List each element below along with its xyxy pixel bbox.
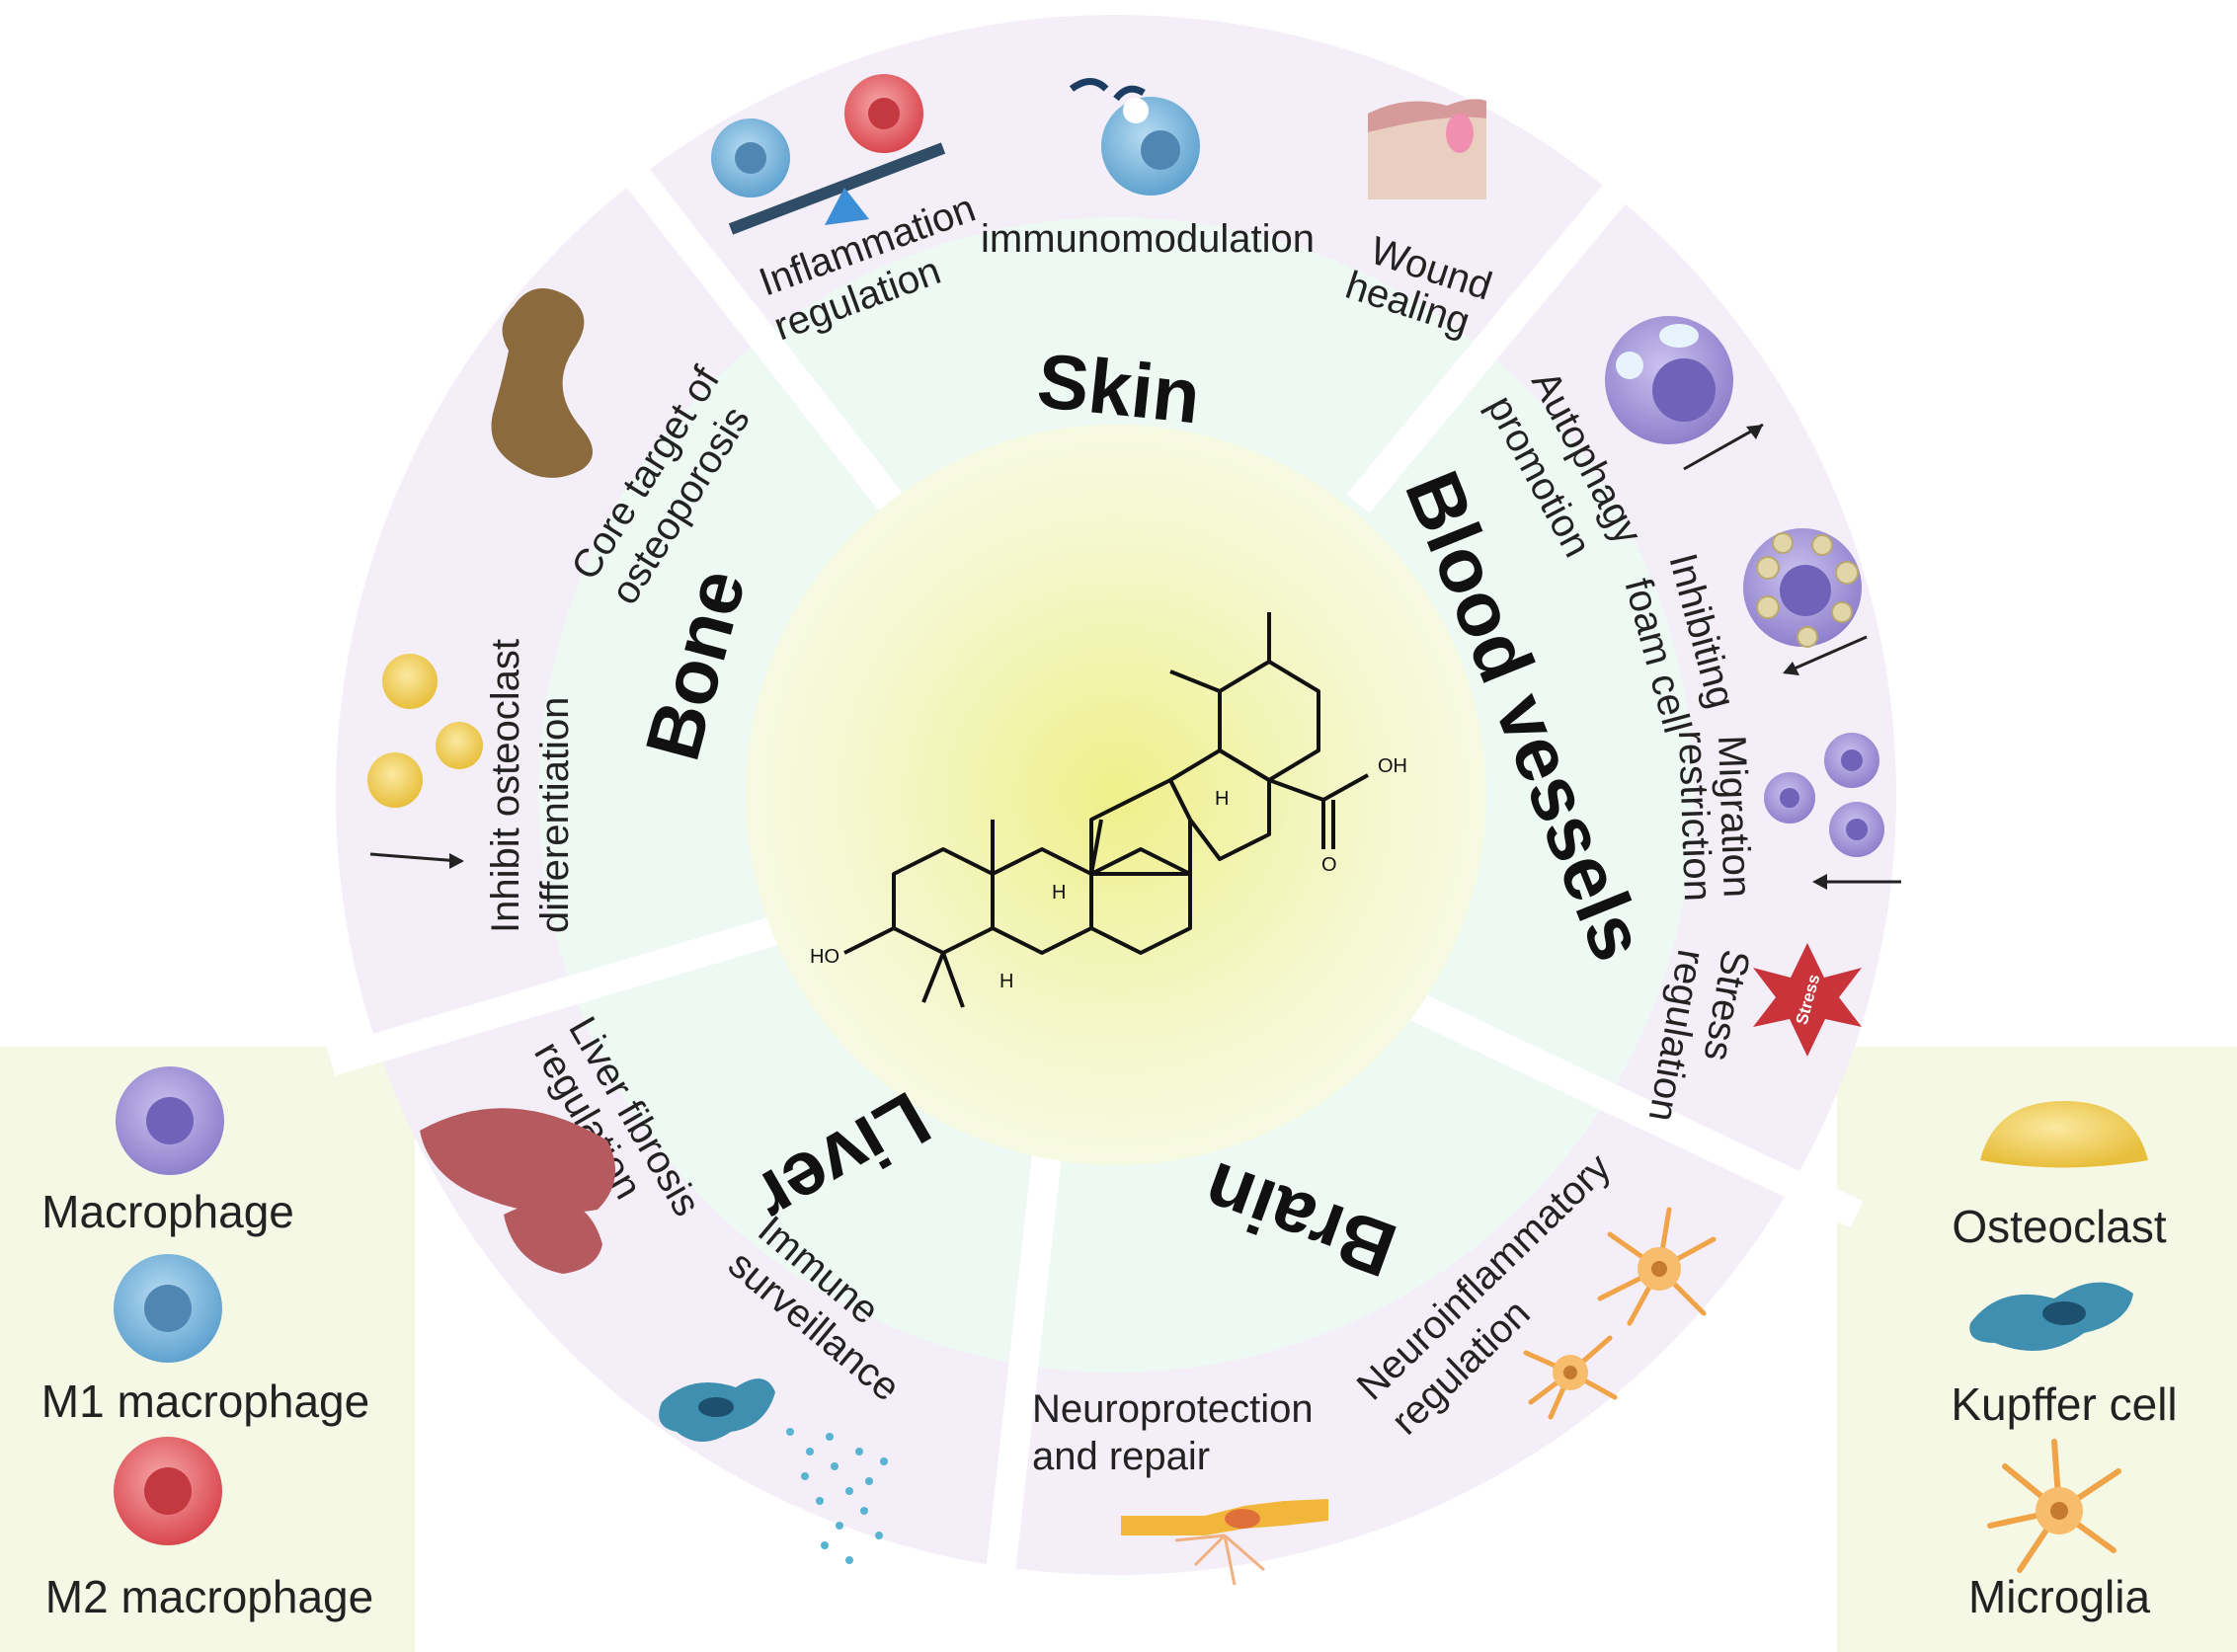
legend-label-m1-macrophage: M1 macrophage xyxy=(40,1376,370,1427)
effect-osteoclast-line2: differentiation xyxy=(533,697,577,933)
legend-microglia-icon xyxy=(1987,1439,2121,1573)
effect-migration-line2: restriction xyxy=(1670,730,1719,903)
skin-effects: Inflammation regulation immunomodulation… xyxy=(711,74,1497,349)
right-arrow-icon xyxy=(369,852,460,863)
liver-icon xyxy=(420,1108,615,1214)
legend-label-kupffer-cell: Kupffer cell xyxy=(1951,1378,2178,1430)
organ-label-skin: Skin xyxy=(1033,337,1204,440)
effect-osteoclast-line1: Inhibit osteoclast xyxy=(484,639,527,933)
effect-immunomodulation: immunomodulation xyxy=(981,217,1315,261)
ursolic-acid-structure xyxy=(843,612,1369,1008)
molecule-oh-label: OH xyxy=(1378,755,1407,777)
blood-vessel-effects: Autophagy promotion Inhibiting foam cell… xyxy=(1478,316,1901,1125)
sector-dividers xyxy=(326,148,1864,1602)
effect-neuroprotection-line2: and repair xyxy=(1032,1435,1210,1478)
up-arrow-icon xyxy=(1683,423,1764,471)
legend-osteoclast-icon xyxy=(1980,1101,2148,1168)
microglia-cell-icon xyxy=(1523,1207,1717,1420)
stress-badge-icon xyxy=(1753,943,1862,1057)
molecule-h-label-3: H xyxy=(1215,788,1229,810)
nerve-fiber-icon xyxy=(1121,1499,1328,1535)
seesaw-icon xyxy=(728,142,946,235)
molecule-ho-label: HO xyxy=(810,946,839,968)
effect-migration-line1: Migration xyxy=(1710,735,1759,899)
osteoclast-cells-icon xyxy=(382,654,438,709)
molecule-h-label-2: H xyxy=(999,971,1013,992)
legend-label-osteoclast: Osteoclast xyxy=(1952,1201,2167,1252)
down-arrow-icon xyxy=(1787,635,1868,673)
effect-neuroprotection-line1: Neuroprotection xyxy=(1032,1387,1314,1431)
molecule-h-label-1: H xyxy=(1052,882,1066,904)
legend-icons-left xyxy=(114,1066,224,1545)
bone-icon xyxy=(491,288,593,478)
legend-icons-right xyxy=(1969,1101,2148,1573)
legend-label-m2-macrophage: M2 macrophage xyxy=(44,1571,374,1622)
molecule-o-label: O xyxy=(1321,854,1337,876)
legend-label-macrophage: Macrophage xyxy=(41,1186,294,1237)
legend-label-microglia: Microglia xyxy=(1967,1571,2151,1622)
